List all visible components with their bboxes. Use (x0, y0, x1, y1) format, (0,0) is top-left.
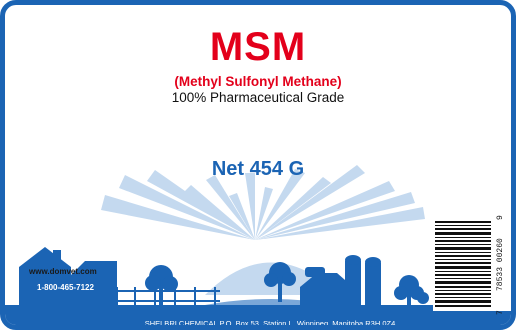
barn (300, 267, 353, 307)
net-weight: Net 454 G (211, 158, 305, 180)
silos (345, 255, 381, 307)
barcode-bars (435, 221, 491, 307)
product-grade: 100% Pharmaceutical Grade (171, 90, 345, 105)
trees-right (394, 275, 429, 307)
product-subtitle: (Methyl Sulfonyl Methane) (174, 74, 342, 89)
barcode-digits: 7 78533 00260 9 (496, 215, 508, 315)
sun-rays (101, 165, 425, 240)
barcode-digit-first: 7 (496, 310, 505, 315)
phone-text: 1-800-465-7122 (37, 283, 94, 292)
trees-center (145, 262, 296, 305)
product-title: MSM (209, 25, 307, 69)
farmhouse-left (19, 247, 117, 307)
ground-band (5, 305, 511, 325)
address-footer: SHELBRI CHEMICAL P.O. Box 53, Station L,… (144, 319, 396, 328)
barcode-digit-last: 9 (496, 215, 505, 220)
website-text: www.domvet.com (29, 267, 97, 276)
barcode-digits-middle: 78533 00260 (496, 238, 505, 292)
barcode (433, 219, 511, 311)
farm-scene-illustration (5, 165, 511, 325)
